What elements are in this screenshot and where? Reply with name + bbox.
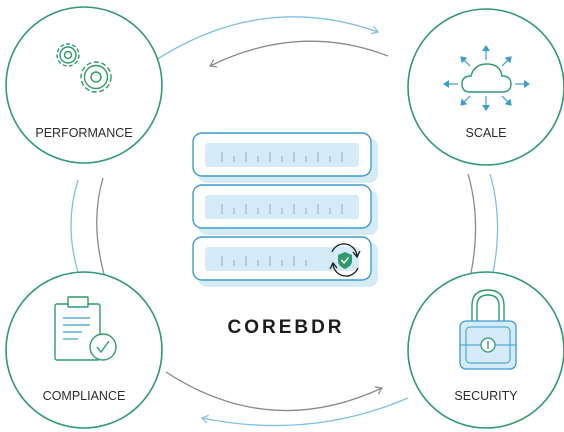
node-performance-label: PERFORMANCE [35, 126, 132, 140]
ring-arc-right-blue [489, 173, 499, 279]
ring-arc-left-gray [96, 177, 105, 275]
node-compliance: COMPLIANCE [5, 271, 163, 429]
cloud-scale-icon [443, 45, 530, 111]
padlock-icon [459, 289, 517, 370]
ring-arc-top-blue [149, 16, 380, 65]
center-title: COREBDR [227, 317, 344, 338]
node-compliance-label: COMPLIANCE [43, 389, 126, 403]
server-unit-3 [192, 236, 378, 287]
node-performance: PERFORMANCE [5, 6, 163, 164]
clipboard-check-icon [54, 296, 117, 361]
ring-arc-right-gray [467, 173, 477, 279]
server-stack [192, 132, 378, 287]
server-unit-1-ticks [221, 152, 343, 162]
node-compliance-circle [5, 271, 163, 429]
server-unit-2-ticks [221, 204, 343, 214]
ring-arc-bottom-gray [165, 371, 383, 412]
gears-icon [56, 43, 112, 93]
shield-sync-icon [329, 243, 361, 277]
ring-arc-left-blue [70, 179, 79, 273]
node-security-label: SECURITY [454, 389, 518, 403]
server-unit-1 [192, 132, 378, 183]
ring-arc-top-gray [209, 40, 389, 68]
node-scale-circle [407, 8, 564, 166]
cycle-rings [70, 16, 499, 427]
node-scale-label: SCALE [466, 126, 507, 140]
ring-arc-bottom-blue [200, 397, 409, 427]
server-unit-2 [192, 184, 378, 235]
node-scale: SCALE [407, 8, 564, 166]
server-unit-3-ticks [221, 256, 307, 266]
node-security: SECURITY [407, 271, 564, 429]
